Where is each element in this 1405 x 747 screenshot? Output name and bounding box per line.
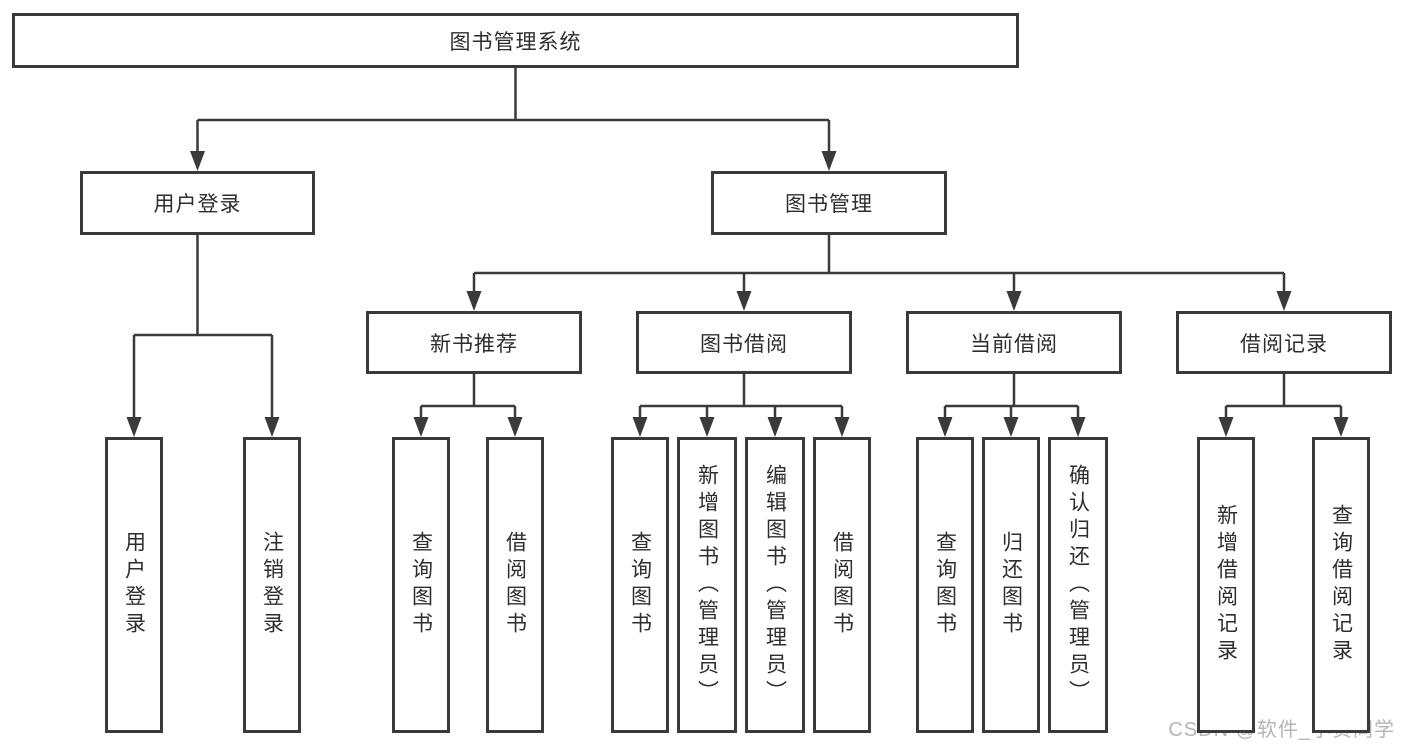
node-label-user-login: 用户登录 <box>153 193 242 216</box>
node-bb-query: 查询图书 <box>611 437 669 733</box>
node-br-query: 查询借阅记录 <box>1312 437 1370 733</box>
arrowhead-to-cb-confirm <box>1070 417 1086 437</box>
node-current-borrow: 当前借阅 <box>906 311 1122 374</box>
arrowhead-to-bb-borrow <box>834 417 850 437</box>
arrowhead-to-current-borrow <box>1006 291 1022 311</box>
node-bb-borrow: 借阅图书 <box>813 437 871 733</box>
arrowhead-to-book-borrow <box>736 291 752 311</box>
node-book-mgmt: 图书管理 <box>711 171 947 235</box>
arrowhead-to-user-login <box>190 151 205 171</box>
node-label-nb-query: 查询图书 <box>409 531 433 639</box>
arrowhead-to-bb-add <box>699 417 715 437</box>
node-label-cb-confirm: 确认归还（管理员） <box>1066 463 1090 707</box>
node-nb-query: 查询图书 <box>392 437 450 733</box>
arrowhead-to-leaf-user-login <box>126 417 142 437</box>
arrowhead-to-new-book-rec <box>466 291 482 311</box>
node-borrow-records: 借阅记录 <box>1176 311 1392 374</box>
node-bb-add: 新增图书（管理员） <box>677 437 737 733</box>
node-bb-edit: 编辑图书（管理员） <box>745 437 805 733</box>
node-label-nb-borrow: 借阅图书 <box>503 531 527 639</box>
node-label-br-add: 新增借阅记录 <box>1214 504 1238 666</box>
node-label-br-query: 查询借阅记录 <box>1329 504 1353 666</box>
tree-connector-path <box>132 68 1343 419</box>
node-new-book-rec: 新书推荐 <box>366 311 582 374</box>
arrowhead-to-bb-query <box>632 417 648 437</box>
arrowhead-to-br-add <box>1218 417 1234 437</box>
arrowhead-to-cb-return <box>1003 417 1019 437</box>
node-label-bb-borrow: 借阅图书 <box>830 531 854 639</box>
node-cb-return: 归还图书 <box>982 437 1040 733</box>
node-label-current-borrow: 当前借阅 <box>970 332 1058 356</box>
arrowhead-to-borrow-records <box>1276 291 1292 311</box>
node-label-leaf-user-login: 用户登录 <box>122 531 146 639</box>
node-label-bb-query: 查询图书 <box>628 531 652 639</box>
node-book-borrow: 图书借阅 <box>636 311 852 374</box>
node-label-book-mgmt: 图书管理 <box>785 193 873 216</box>
node-user-login: 用户登录 <box>80 171 315 235</box>
node-label-book-borrow: 图书借阅 <box>700 332 788 356</box>
node-label-cb-return: 归还图书 <box>999 531 1023 639</box>
node-label-bb-edit: 编辑图书（管理员） <box>763 463 787 707</box>
arrowhead-to-leaf-logout <box>264 417 280 437</box>
node-leaf-logout: 注销登录 <box>243 437 301 733</box>
arrowhead-to-br-query <box>1333 417 1349 437</box>
arrowhead-to-nb-query <box>413 417 429 437</box>
node-br-add: 新增借阅记录 <box>1197 437 1255 733</box>
node-cb-confirm: 确认归还（管理员） <box>1048 437 1108 733</box>
node-label-new-book-rec: 新书推荐 <box>430 332 518 356</box>
node-nb-borrow: 借阅图书 <box>486 437 544 733</box>
node-label-borrow-records: 借阅记录 <box>1240 332 1328 356</box>
arrowhead-to-bb-edit <box>767 417 783 437</box>
node-label-leaf-logout: 注销登录 <box>260 531 284 639</box>
arrowhead-to-nb-borrow <box>507 417 523 437</box>
node-label-bb-add: 新增图书（管理员） <box>695 463 719 707</box>
arrowhead-to-cb-query <box>937 417 953 437</box>
node-root: 图书管理系统 <box>12 13 1019 68</box>
node-leaf-user-login: 用户登录 <box>105 437 163 733</box>
arrowhead-to-book-mgmt <box>821 151 837 171</box>
node-label-cb-query: 查询图书 <box>933 531 957 639</box>
node-cb-query: 查询图书 <box>916 437 974 733</box>
node-label-root: 图书管理系统 <box>449 30 582 54</box>
